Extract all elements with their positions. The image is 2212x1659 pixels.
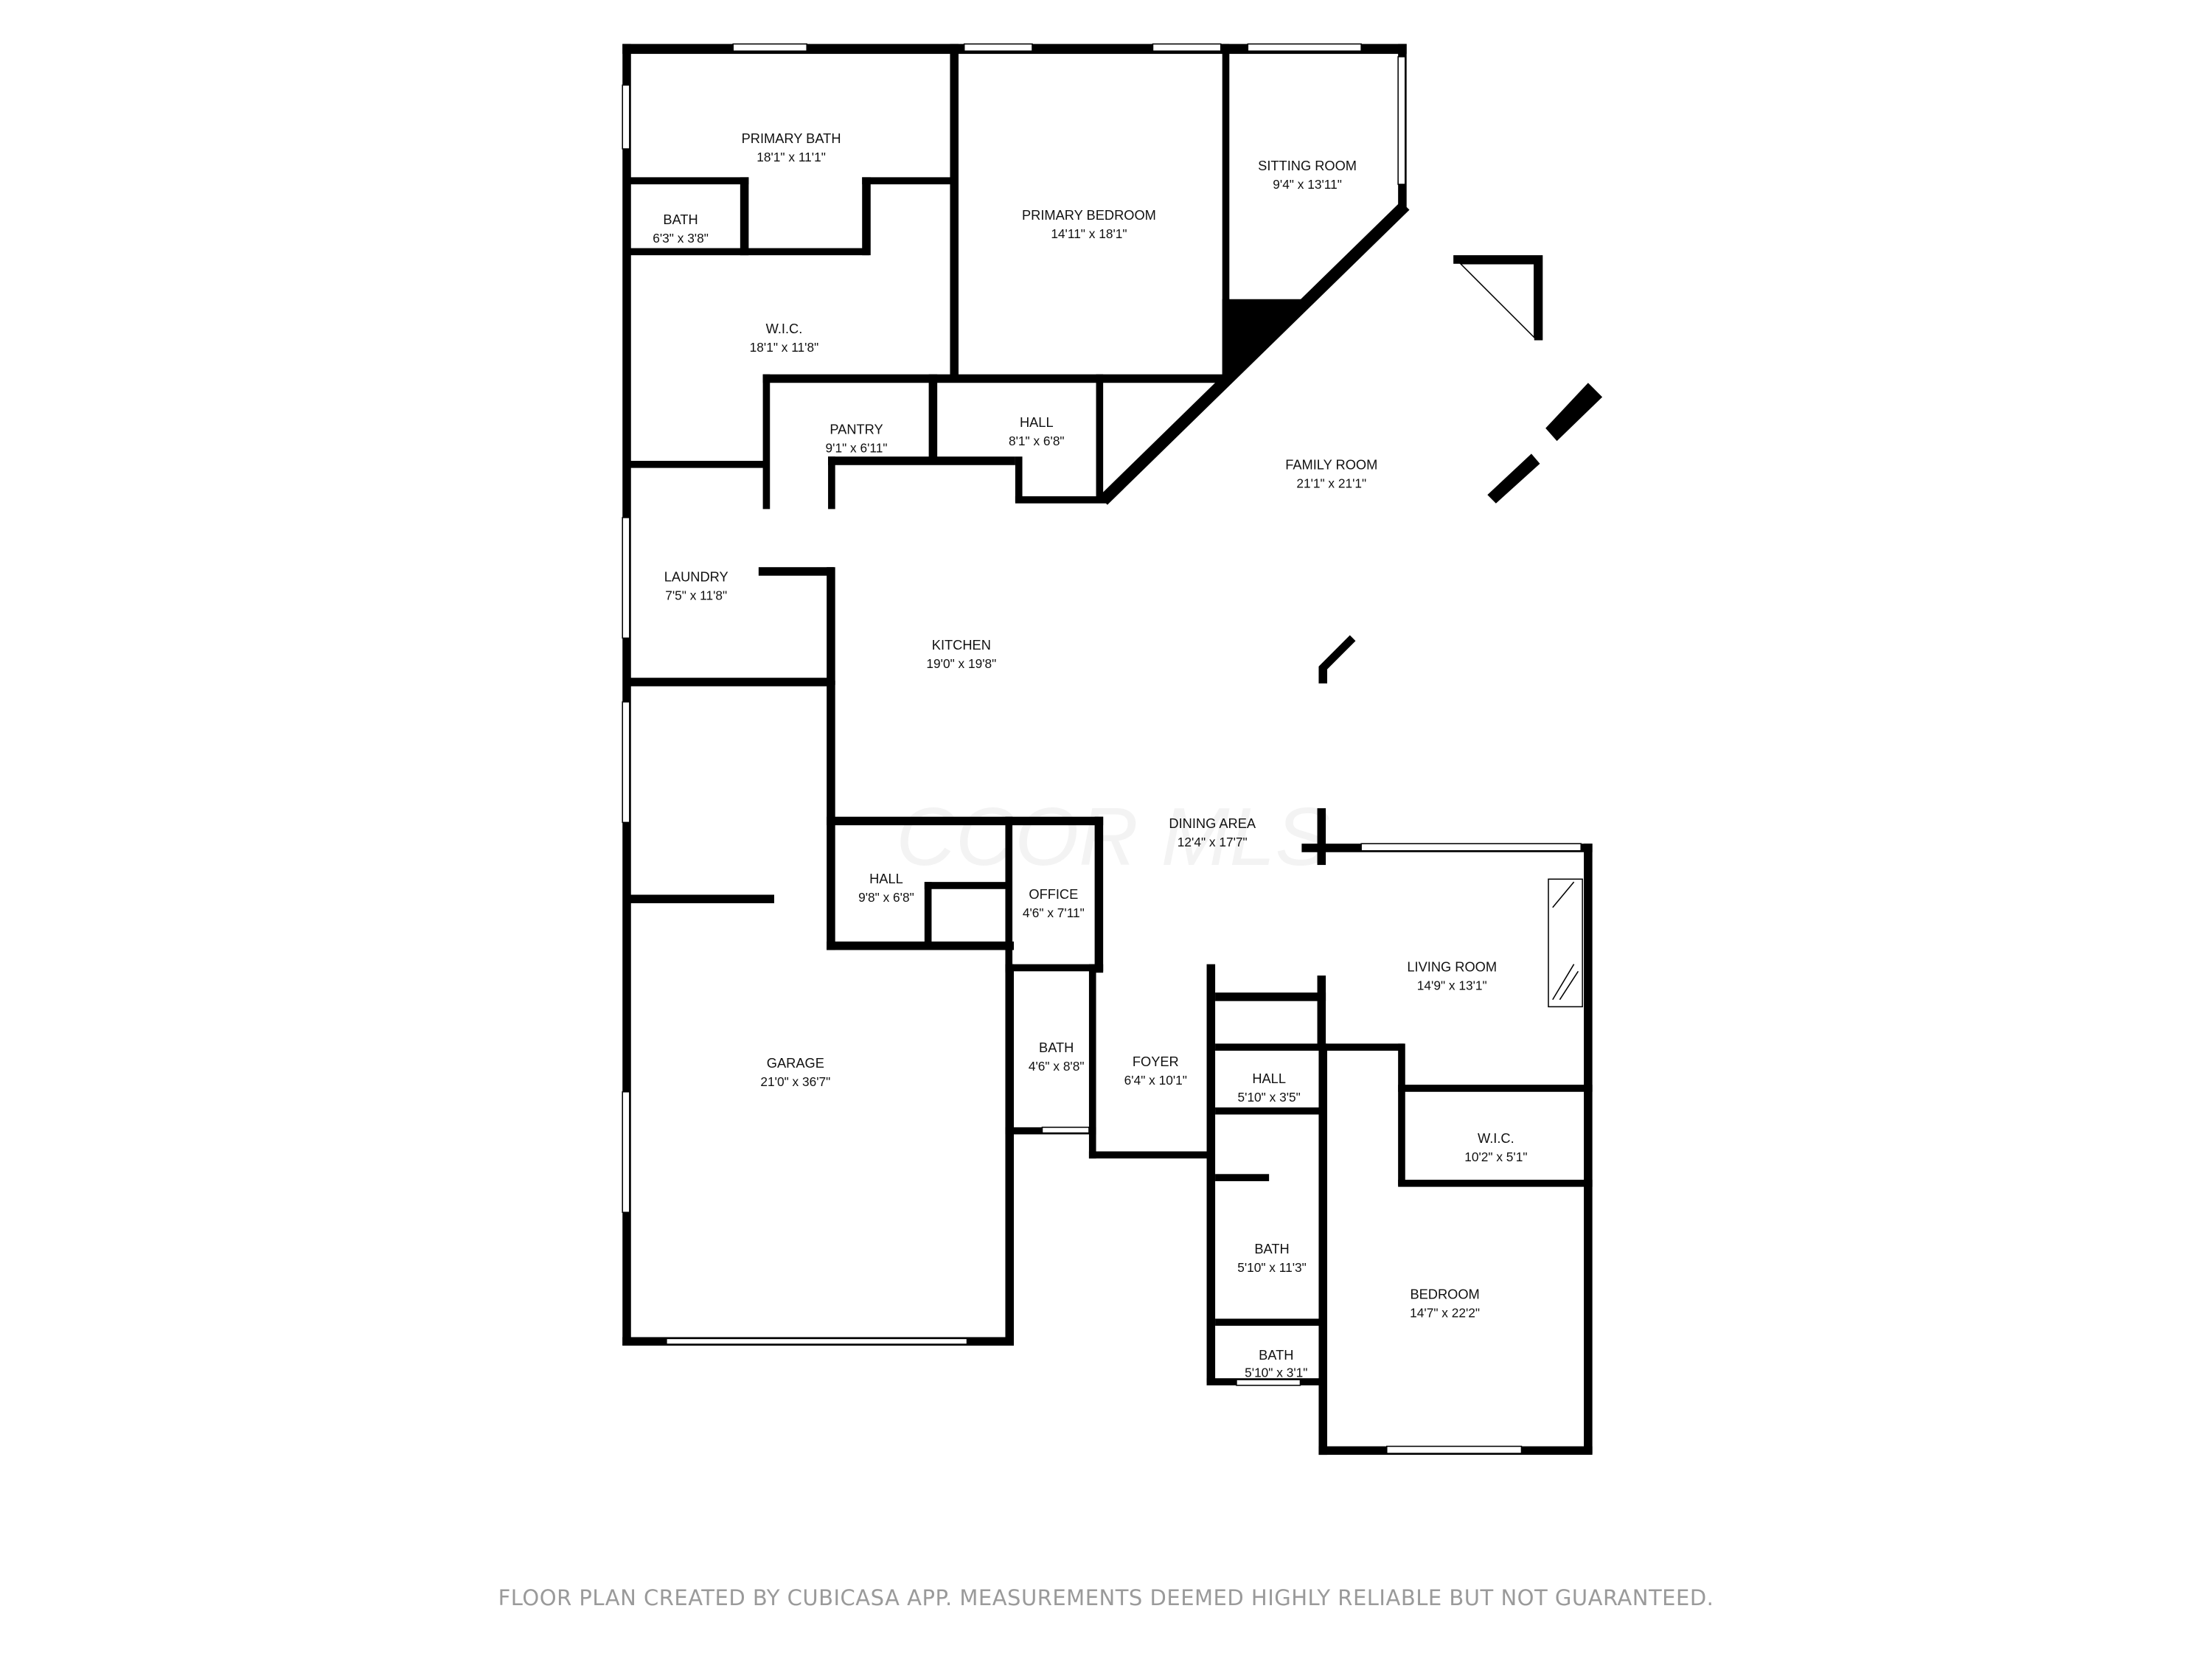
svg-text:OFFICE: OFFICE	[1029, 886, 1078, 902]
svg-text:5'10" x 3'5": 5'10" x 3'5"	[1238, 1090, 1301, 1105]
svg-text:12'4" x 17'7": 12'4" x 17'7"	[1178, 835, 1248, 849]
svg-text:10'2" x 5'1": 10'2" x 5'1"	[1464, 1150, 1527, 1164]
svg-text:GARAGE: GARAGE	[767, 1055, 824, 1071]
svg-text:14'9" x 13'1": 14'9" x 13'1"	[1417, 978, 1487, 992]
room-pantry: PANTRY 9'1" x 6'11"	[826, 421, 888, 455]
svg-text:9'4" x 13'11": 9'4" x 13'11"	[1273, 177, 1342, 192]
svg-text:18'1" x 11'8": 18'1" x 11'8"	[750, 340, 819, 355]
svg-text:LIVING ROOM: LIVING ROOM	[1407, 959, 1497, 974]
svg-text:W.I.C.: W.I.C.	[1478, 1130, 1514, 1146]
walls	[622, 44, 1603, 1455]
room-primary-bedroom: PRIMARY BEDROOM 14'11" x 18'1"	[1022, 207, 1156, 241]
svg-text:14'11" x 18'1": 14'11" x 18'1"	[1051, 226, 1127, 241]
room-bath-1: BATH 6'3" x 3'8"	[653, 212, 709, 246]
room-dining-area: DINING AREA 12'4" x 17'7"	[1169, 815, 1256, 849]
svg-text:HALL: HALL	[1020, 414, 1054, 430]
windows	[622, 43, 1582, 1454]
svg-text:DINING AREA: DINING AREA	[1169, 815, 1256, 831]
svg-text:FOYER: FOYER	[1133, 1054, 1179, 1069]
room-laundry: LAUNDRY 7'5" x 11'8"	[664, 568, 728, 602]
svg-text:W.I.C.: W.I.C.	[766, 321, 803, 336]
svg-text:PRIMARY BATH: PRIMARY BATH	[742, 131, 841, 146]
svg-text:14'7" x 22'2": 14'7" x 22'2"	[1410, 1306, 1480, 1321]
svg-text:SITTING ROOM: SITTING ROOM	[1258, 158, 1357, 173]
room-hall-1: HALL 8'1" x 6'8"	[1009, 414, 1065, 448]
room-office: OFFICE 4'6" x 7'11"	[1023, 886, 1085, 920]
svg-text:5'10" x 11'3": 5'10" x 11'3"	[1237, 1260, 1307, 1275]
room-wic-1: W.I.C. 18'1" x 11'8"	[750, 321, 819, 355]
disclaimer-footer: FLOOR PLAN CREATED BY CUBICASA APP. MEAS…	[498, 1585, 1714, 1610]
room-hall-2: HALL 9'8" x 6'8"	[858, 871, 914, 905]
room-primary-bath: PRIMARY BATH 18'1" x 11'1"	[742, 131, 841, 164]
room-bath-3: BATH 5'10" x 11'3"	[1237, 1241, 1307, 1275]
svg-text:21'1" x 21'1": 21'1" x 21'1"	[1296, 476, 1366, 491]
svg-text:KITCHEN: KITCHEN	[932, 637, 991, 653]
svg-text:8'1" x 6'8": 8'1" x 6'8"	[1009, 434, 1065, 448]
svg-text:BATH: BATH	[1259, 1347, 1293, 1363]
svg-text:4'6" x 8'8": 4'6" x 8'8"	[1029, 1059, 1085, 1074]
room-hall-3: HALL 5'10" x 3'5"	[1238, 1071, 1301, 1105]
fireplaces	[1458, 262, 1583, 1008]
svg-text:6'3" x 3'8": 6'3" x 3'8"	[653, 231, 709, 246]
room-labels: PRIMARY BATH 18'1" x 11'1" BATH 6'3" x 3'8…	[653, 131, 1527, 1380]
svg-text:4'6" x 7'11": 4'6" x 7'11"	[1023, 905, 1085, 920]
svg-text:9'8" x 6'8": 9'8" x 6'8"	[858, 890, 914, 905]
svg-text:19'0" x 19'8": 19'0" x 19'8"	[926, 656, 996, 671]
svg-text:BATH: BATH	[1039, 1040, 1074, 1055]
room-bath-4: BATH 5'10" x 3'1"	[1245, 1347, 1307, 1380]
svg-text:7'5" x 11'8": 7'5" x 11'8"	[665, 588, 727, 602]
room-family-room: FAMILY ROOM 21'1" x 21'1"	[1285, 457, 1377, 491]
svg-text:LAUNDRY: LAUNDRY	[664, 568, 728, 584]
svg-text:9'1" x 6'11": 9'1" x 6'11"	[826, 440, 888, 455]
svg-text:FAMILY ROOM: FAMILY ROOM	[1285, 457, 1377, 473]
svg-text:PANTRY: PANTRY	[830, 421, 883, 437]
room-wic-2: W.I.C. 10'2" x 5'1"	[1464, 1130, 1527, 1164]
room-kitchen: KITCHEN 19'0" x 19'8"	[926, 637, 996, 671]
room-bedroom: BEDROOM 14'7" x 22'2"	[1410, 1287, 1480, 1321]
room-bath-2: BATH 4'6" x 8'8"	[1029, 1040, 1085, 1074]
svg-text:PRIMARY BEDROOM: PRIMARY BEDROOM	[1022, 207, 1156, 223]
svg-text:HALL: HALL	[869, 871, 903, 886]
room-living-room: LIVING ROOM 14'9" x 13'1"	[1407, 959, 1497, 992]
svg-text:6'4" x 10'1": 6'4" x 10'1"	[1124, 1073, 1187, 1088]
svg-text:BATH: BATH	[1254, 1241, 1289, 1256]
room-foyer: FOYER 6'4" x 10'1"	[1124, 1054, 1187, 1088]
svg-text:21'0" x 36'7": 21'0" x 36'7"	[760, 1074, 830, 1089]
svg-text:BEDROOM: BEDROOM	[1410, 1287, 1479, 1302]
svg-text:HALL: HALL	[1252, 1071, 1286, 1086]
room-garage: GARAGE 21'0" x 36'7"	[760, 1055, 830, 1089]
watermark: CCOR MLS	[896, 790, 1330, 883]
room-sitting-room: SITTING ROOM 9'4" x 13'11"	[1258, 158, 1357, 192]
svg-text:5'10" x 3'1": 5'10" x 3'1"	[1245, 1365, 1307, 1380]
svg-text:18'1" x 11'1": 18'1" x 11'1"	[757, 150, 826, 164]
svg-text:BATH: BATH	[663, 212, 698, 227]
